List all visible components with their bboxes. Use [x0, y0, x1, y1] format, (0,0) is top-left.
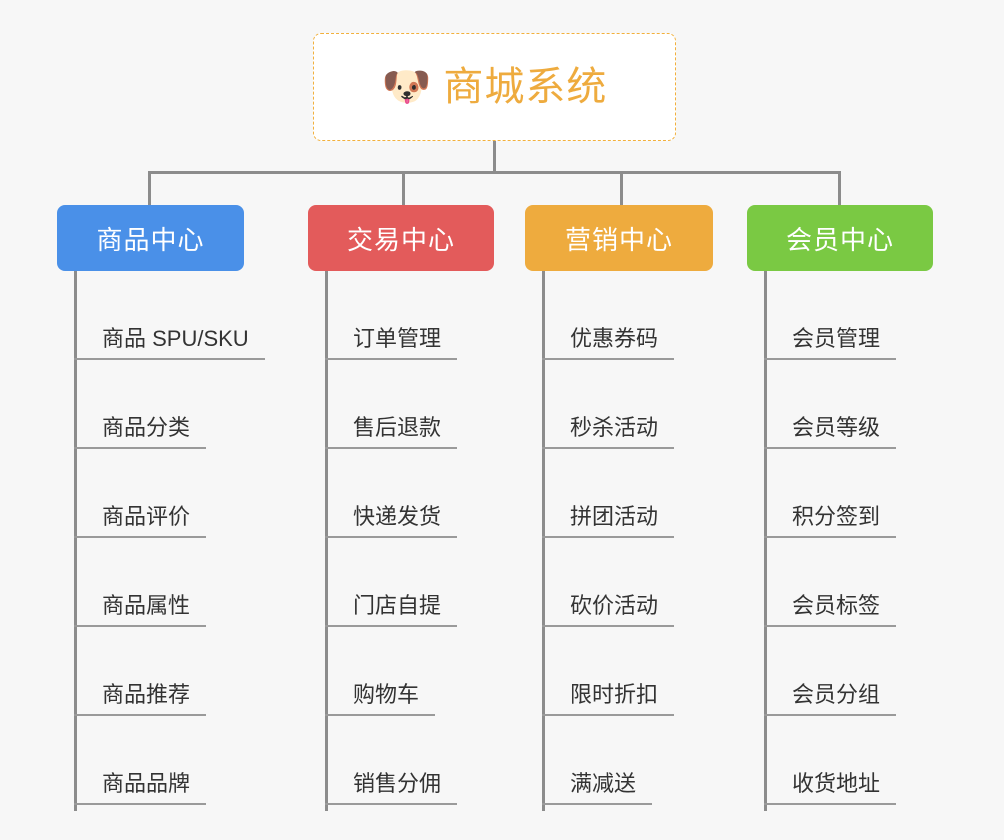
connector-drop-1: [148, 171, 151, 205]
branch-item[interactable]: 快递发货: [308, 449, 494, 538]
branch-item-label: 订单管理: [325, 325, 458, 360]
branch-item-label: 商品品牌: [74, 770, 207, 805]
branch-item-label: 购物车: [325, 681, 436, 716]
branch-item[interactable]: 限时折扣: [525, 627, 713, 716]
branch-column-3: 营销中心优惠券码秒杀活动拼团活动砍价活动限时折扣满减送: [525, 205, 713, 811]
branch-item-label: 商品 SPU/SKU: [74, 325, 265, 360]
category-header-label: 营销中心: [564, 224, 673, 255]
category-header-label: 交易中心: [346, 224, 455, 255]
connector-drop-4: [838, 171, 841, 205]
branch-item-list-1: 商品 SPU/SKU 商品分类商品评价商品属性商品推荐商品品牌: [57, 271, 265, 805]
branch-item-label: 商品分类: [74, 414, 207, 449]
branch-trunk-line-1: [74, 271, 77, 811]
branch-trunk-line-2: [325, 271, 328, 811]
branch-item[interactable]: 商品分类: [57, 360, 265, 449]
branch-item-list-3: 优惠券码秒杀活动拼团活动砍价活动限时折扣满减送: [525, 271, 713, 805]
branch-item-label: 销售分佣: [325, 770, 458, 805]
branch-trunk-line-3: [542, 271, 545, 811]
branch-item[interactable]: 优惠券码: [525, 271, 713, 360]
branch-item[interactable]: 商品属性: [57, 538, 265, 627]
category-header-1[interactable]: 商品中心: [57, 205, 244, 271]
branch-item[interactable]: 拼团活动: [525, 449, 713, 538]
category-header-label: 商品中心: [96, 224, 205, 255]
branch-item[interactable]: 销售分佣: [308, 716, 494, 805]
branch-item[interactable]: 门店自提: [308, 538, 494, 627]
branch-item[interactable]: 商品评价: [57, 449, 265, 538]
branch-item-label: 满减送: [542, 770, 653, 805]
branch-item-label: 拼团活动: [542, 503, 675, 538]
branch-item[interactable]: 商品品牌: [57, 716, 265, 805]
branch-column-4: 会员中心会员管理会员等级积分签到会员标签会员分组收货地址: [747, 205, 933, 811]
connector-root-stem: [493, 141, 496, 172]
branch-item[interactable]: 积分签到: [747, 449, 933, 538]
branch-item[interactable]: 商品推荐: [57, 627, 265, 716]
branch-item[interactable]: 秒杀活动: [525, 360, 713, 449]
branch-item-label: 会员管理: [764, 325, 897, 360]
branch-item-label: 会员等级: [764, 414, 897, 449]
branch-column-1: 商品中心商品 SPU/SKU 商品分类商品评价商品属性商品推荐商品品牌: [57, 205, 265, 811]
branch-item-list-4: 会员管理会员等级积分签到会员标签会员分组收货地址: [747, 271, 933, 805]
branch-item[interactable]: 会员标签: [747, 538, 933, 627]
branch-item-label: 门店自提: [325, 592, 458, 627]
branch-item-label: 商品评价: [74, 503, 207, 538]
connector-drop-2: [402, 171, 405, 205]
connector-drop-3: [620, 171, 623, 205]
branch-item[interactable]: 售后退款: [308, 360, 494, 449]
root-node-label: 商城系统: [443, 65, 608, 109]
branch-trunk-line-4: [764, 271, 767, 811]
branch-item[interactable]: 会员管理: [747, 271, 933, 360]
branch-item[interactable]: 砍价活动: [525, 538, 713, 627]
branch-item-label: 会员分组: [764, 681, 897, 716]
category-header-3[interactable]: 营销中心: [525, 205, 713, 271]
branch-item-label: 商品推荐: [74, 681, 207, 716]
category-header-4[interactable]: 会员中心: [747, 205, 933, 271]
category-header-2[interactable]: 交易中心: [308, 205, 494, 271]
branch-item[interactable]: 会员分组: [747, 627, 933, 716]
branch-item-label: 优惠券码: [542, 325, 675, 360]
branch-item[interactable]: 收货地址: [747, 716, 933, 805]
category-header-label: 会员中心: [785, 224, 894, 255]
branch-item[interactable]: 会员等级: [747, 360, 933, 449]
branch-item-list-2: 订单管理售后退款快递发货门店自提购物车销售分佣: [308, 271, 494, 805]
branch-item[interactable]: 满减送: [525, 716, 713, 805]
branch-item-label: 限时折扣: [542, 681, 675, 716]
branch-item-label: 商品属性: [74, 592, 207, 627]
branch-item-label: 收货地址: [764, 770, 897, 805]
branch-item-label: 会员标签: [764, 592, 897, 627]
branch-item-label: 砍价活动: [542, 592, 675, 627]
branch-item-label: 快递发货: [325, 503, 458, 538]
branch-item-label: 售后退款: [325, 414, 458, 449]
root-node[interactable]: 🐶 商城系统: [313, 33, 676, 141]
shiba-dog-icon: 🐶: [381, 65, 432, 109]
branch-item-label: 秒杀活动: [542, 414, 675, 449]
branch-item-label: 积分签到: [764, 503, 897, 538]
branch-item[interactable]: 商品 SPU/SKU: [57, 271, 265, 360]
connector-horizontal-bus: [148, 171, 840, 174]
branch-item[interactable]: 购物车: [308, 627, 494, 716]
branch-item[interactable]: 订单管理: [308, 271, 494, 360]
branch-column-2: 交易中心订单管理售后退款快递发货门店自提购物车销售分佣: [308, 205, 494, 811]
